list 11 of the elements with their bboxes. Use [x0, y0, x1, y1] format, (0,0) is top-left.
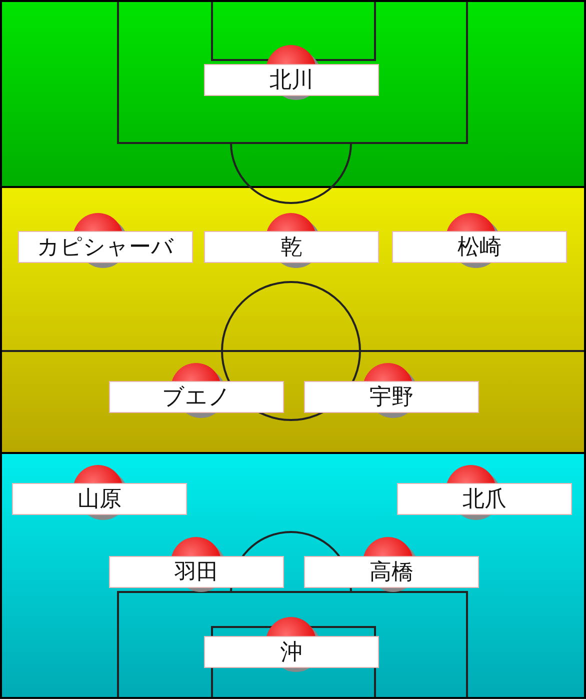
player-name-box: ブエノ [109, 381, 284, 413]
player-name-box: 北川 [204, 64, 379, 96]
player-name-box: カピシャーバ [18, 231, 193, 263]
player-name-box: 山原 [12, 483, 187, 515]
player-name-box: 宇野 [304, 381, 479, 413]
player-name-box: 北爪 [397, 483, 572, 515]
player-name-box: 乾 [204, 231, 379, 263]
player-name-box: 高橋 [304, 556, 479, 588]
player-name-box: 沖 [204, 636, 379, 668]
player-name-box: 羽田 [109, 556, 284, 588]
player-name-box: 松崎 [392, 231, 567, 263]
